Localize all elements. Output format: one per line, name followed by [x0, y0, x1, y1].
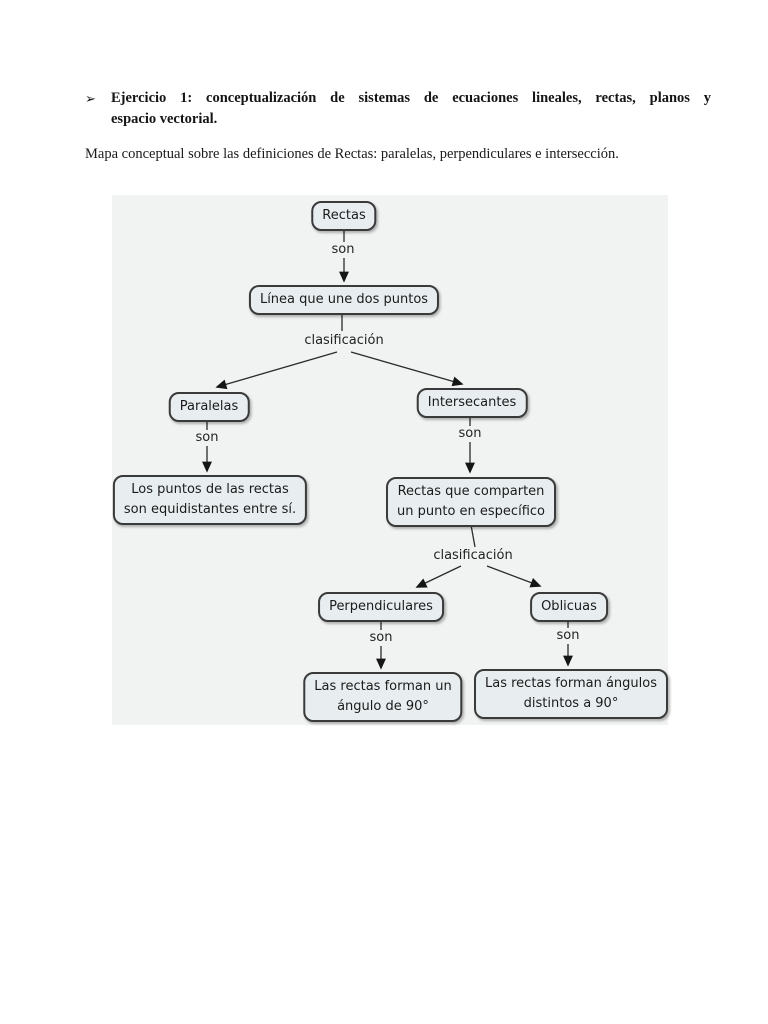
intro-paragraph: Mapa conceptual sobre las definiciones d…: [85, 146, 619, 162]
node-paralelas: Paralelas: [168, 392, 250, 422]
node-text-line: Los puntos de las rectas: [131, 482, 289, 497]
node-oblicuas: Oblicuas: [530, 592, 608, 622]
node-text-line: Las rectas forman un: [314, 679, 452, 694]
edge-label-son-2: son: [192, 430, 222, 446]
edge-label-clasificacion-2: clasificación: [430, 548, 516, 564]
node-text-line: Rectas que comparten: [397, 484, 545, 499]
node-rectas: Rectas: [311, 201, 377, 231]
node-linea-que-une-dos-puntos: Línea que une dos puntos: [248, 285, 440, 315]
exercise-heading: ➢ Ejercicio 1: conceptualización de sist…: [85, 88, 711, 130]
edge-label-son-4: son: [366, 630, 396, 646]
edge-label-clasificacion-1: clasificación: [301, 333, 387, 349]
edge-label-son-1: son: [328, 242, 358, 258]
node-text-line: son equidistantes entre sí.: [123, 502, 297, 517]
node-text-line: Las rectas forman ángulos: [485, 676, 657, 691]
node-angulo-90: Las rectas forman un ángulo de 90°: [303, 672, 463, 722]
node-text-line: distintos a 90°: [523, 696, 619, 711]
node-perpendiculares: Perpendiculares: [318, 592, 444, 622]
node-intersecantes: Intersecantes: [416, 388, 528, 418]
exercise-heading-line2: espacio vectorial.: [111, 111, 218, 127]
edge-label-son-3: son: [455, 426, 485, 442]
node-text-line: ángulo de 90°: [337, 699, 429, 714]
arrowhead-bullet-icon: ➢: [85, 91, 96, 106]
node-rectas-que-comparten: Rectas que comparten un punto en específ…: [386, 477, 556, 527]
edge-label-son-5: son: [553, 628, 583, 644]
node-puntos-equidistantes: Los puntos de las rectas son equidistant…: [112, 475, 308, 525]
exercise-heading-line1: Ejercicio 1: conceptualización de sistem…: [111, 90, 711, 106]
node-distintos-90: Las rectas forman ángulos distintos a 90…: [474, 669, 668, 719]
node-text-line: un punto en específico: [397, 504, 545, 519]
